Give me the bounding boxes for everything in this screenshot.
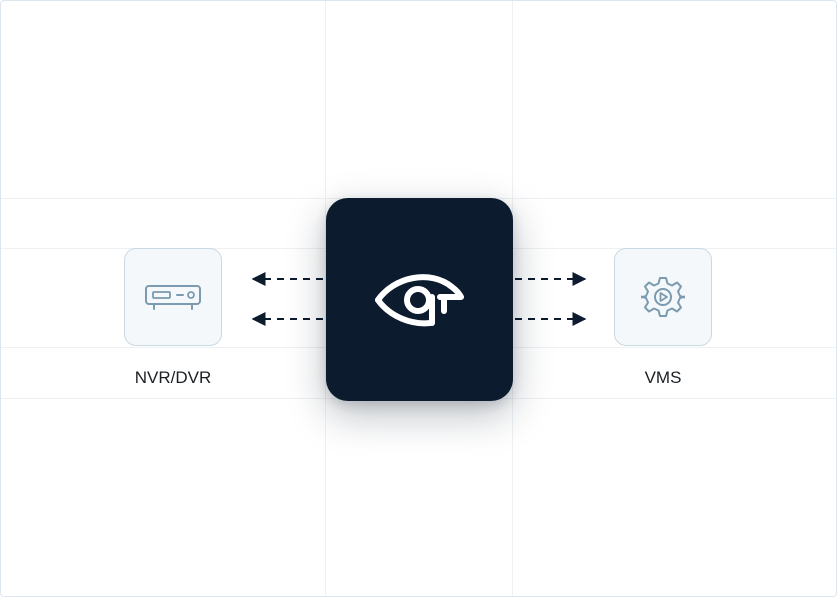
central-hub bbox=[326, 198, 513, 401]
gear-play-icon bbox=[641, 277, 685, 317]
eye-icon bbox=[374, 273, 464, 326]
nvr-dvr-node bbox=[124, 248, 222, 346]
nvr-dvr-label: NVR/DVR bbox=[134, 368, 212, 387]
nvr-recorder-icon bbox=[145, 285, 201, 310]
vms-node bbox=[614, 248, 712, 346]
vms-label: VMS bbox=[644, 368, 682, 387]
grid-line bbox=[325, 1, 326, 596]
